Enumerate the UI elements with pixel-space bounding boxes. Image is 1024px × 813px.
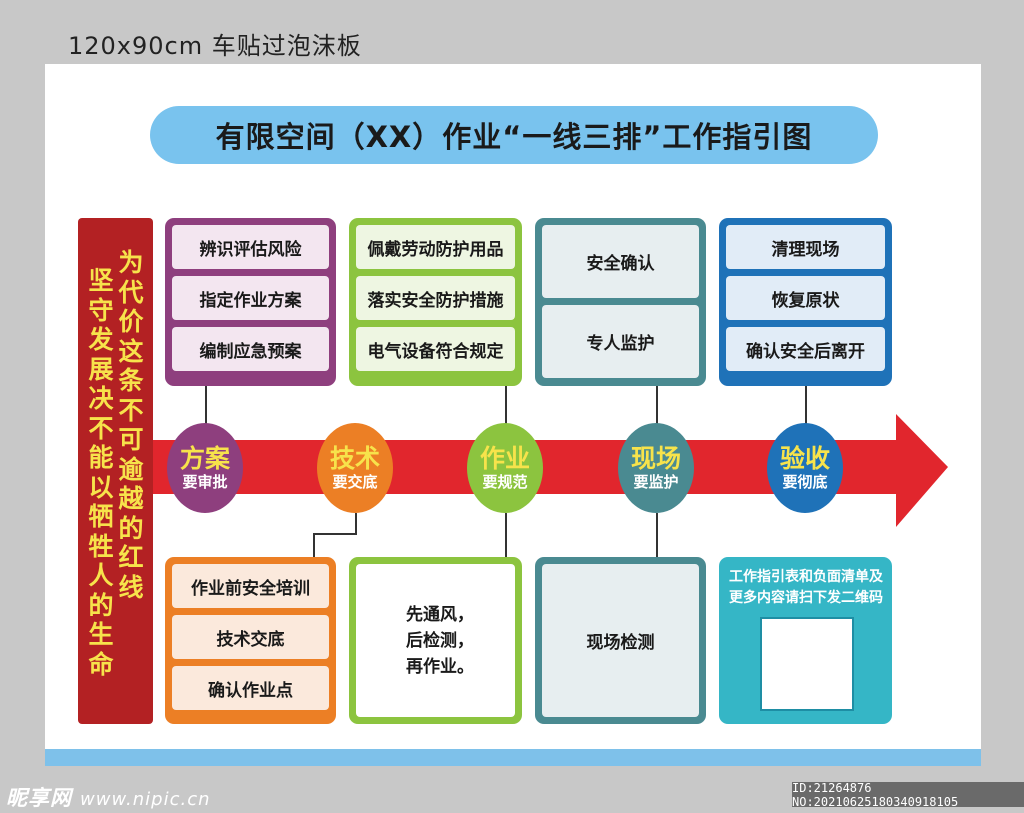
watermark-id: ID:21264876 NO:20210625180340918105 <box>792 781 1024 809</box>
board-bottom-strip <box>45 749 981 766</box>
slogan-left-text: 坚守发展决不能以牺牲人的生命 <box>88 266 114 679</box>
stage-subtitle: 要彻底 <box>782 473 828 491</box>
title-banner: 有限空间（XX）作业“一线三排”工作指引图 <box>150 106 878 164</box>
list-item: 清理现场 <box>726 225 885 269</box>
caption: 120x90cm 车贴过泡沫板 <box>68 32 362 60</box>
slogan-banner: 坚守发展决不能以牺牲人的生命 为代价这条不可逾越的红线 <box>78 218 153 724</box>
connector-stem <box>505 386 507 440</box>
stage-subtitle: 要审批 <box>182 473 228 491</box>
list-item: 技术交底 <box>172 615 329 659</box>
list-item: 确认作业点 <box>172 666 329 710</box>
connector-stem <box>656 386 658 428</box>
stage-title: 作业 <box>479 444 530 473</box>
bottom-box-operation: 先通风， 后检测， 再作业。 <box>349 557 522 724</box>
stage-node-tech: 技术 要交底 <box>317 423 393 513</box>
list-item: 确认安全后离开 <box>726 327 885 371</box>
operation-rule-line: 再作业。 <box>406 656 474 677</box>
list-item: 现场检测 <box>542 564 699 717</box>
connector-stem <box>355 513 357 535</box>
list-item: 辨识评估风险 <box>172 225 329 269</box>
connector-stem <box>805 386 807 428</box>
stage-node-acceptance: 验收 要彻底 <box>767 423 843 513</box>
connector-stem <box>656 513 658 557</box>
connector-stem <box>205 386 207 426</box>
stage-subtitle: 要交底 <box>332 473 378 491</box>
qr-caption-line: 工作指引表和负面清单及 <box>729 569 883 585</box>
list-item: 电气设备符合规定 <box>356 327 515 371</box>
stage-subtitle: 要规范 <box>482 473 528 491</box>
operation-rule-line: 先通风， <box>406 604 474 625</box>
qr-caption: 工作指引表和负面清单及 更多内容请扫下发二维码 <box>722 567 890 609</box>
list-item: 先通风， 后检测， 再作业。 <box>356 564 515 717</box>
connector-stem <box>505 513 507 557</box>
list-item: 落实安全防护措施 <box>356 276 515 320</box>
slogan-right-text: 为代价这条不可逾越的红线 <box>118 248 144 602</box>
watermark-brand-name: 昵享网 <box>6 786 72 810</box>
operation-rule-line: 后检测， <box>406 630 474 651</box>
page-title: 有限空间（XX）作业“一线三排”工作指引图 <box>215 120 813 154</box>
list-item: 作业前安全培训 <box>172 564 329 608</box>
qr-code-placeholder <box>760 617 854 711</box>
list-item: 指定作业方案 <box>172 276 329 320</box>
connector-stem <box>313 533 357 535</box>
stage-node-site: 现场 要监护 <box>618 423 694 513</box>
bottom-box-tech: 作业前安全培训 技术交底 确认作业点 <box>165 557 336 724</box>
stage-title: 技术 <box>329 444 380 473</box>
qr-caption-line: 更多内容请扫下发二维码 <box>729 590 883 606</box>
stage-node-plan: 方案 要审批 <box>167 423 243 513</box>
top-box-plan: 辨识评估风险 指定作业方案 编制应急预案 <box>165 218 336 386</box>
top-box-site: 安全确认 专人监护 <box>535 218 706 386</box>
bottom-box-site: 现场检测 <box>535 557 706 724</box>
top-box-acceptance: 清理现场 恢复原状 确认安全后离开 <box>719 218 892 386</box>
watermark-brand: 昵享网 www.nipic.cn <box>6 782 211 812</box>
stage-title: 方案 <box>179 444 230 473</box>
top-box-operation: 佩戴劳动防护用品 落实安全防护措施 电气设备符合规定 <box>349 218 522 386</box>
stage-title: 验收 <box>779 444 830 473</box>
connector-stem <box>313 533 315 557</box>
stage-subtitle: 要监护 <box>633 473 679 491</box>
watermark-url: www.nipic.cn <box>80 789 211 810</box>
list-item: 佩戴劳动防护用品 <box>356 225 515 269</box>
list-item: 专人监护 <box>542 305 699 378</box>
list-item: 安全确认 <box>542 225 699 298</box>
stage-node-operation: 作业 要规范 <box>467 423 543 513</box>
list-item: 编制应急预案 <box>172 327 329 371</box>
stage-title: 现场 <box>630 444 681 473</box>
list-item: 恢复原状 <box>726 276 885 320</box>
